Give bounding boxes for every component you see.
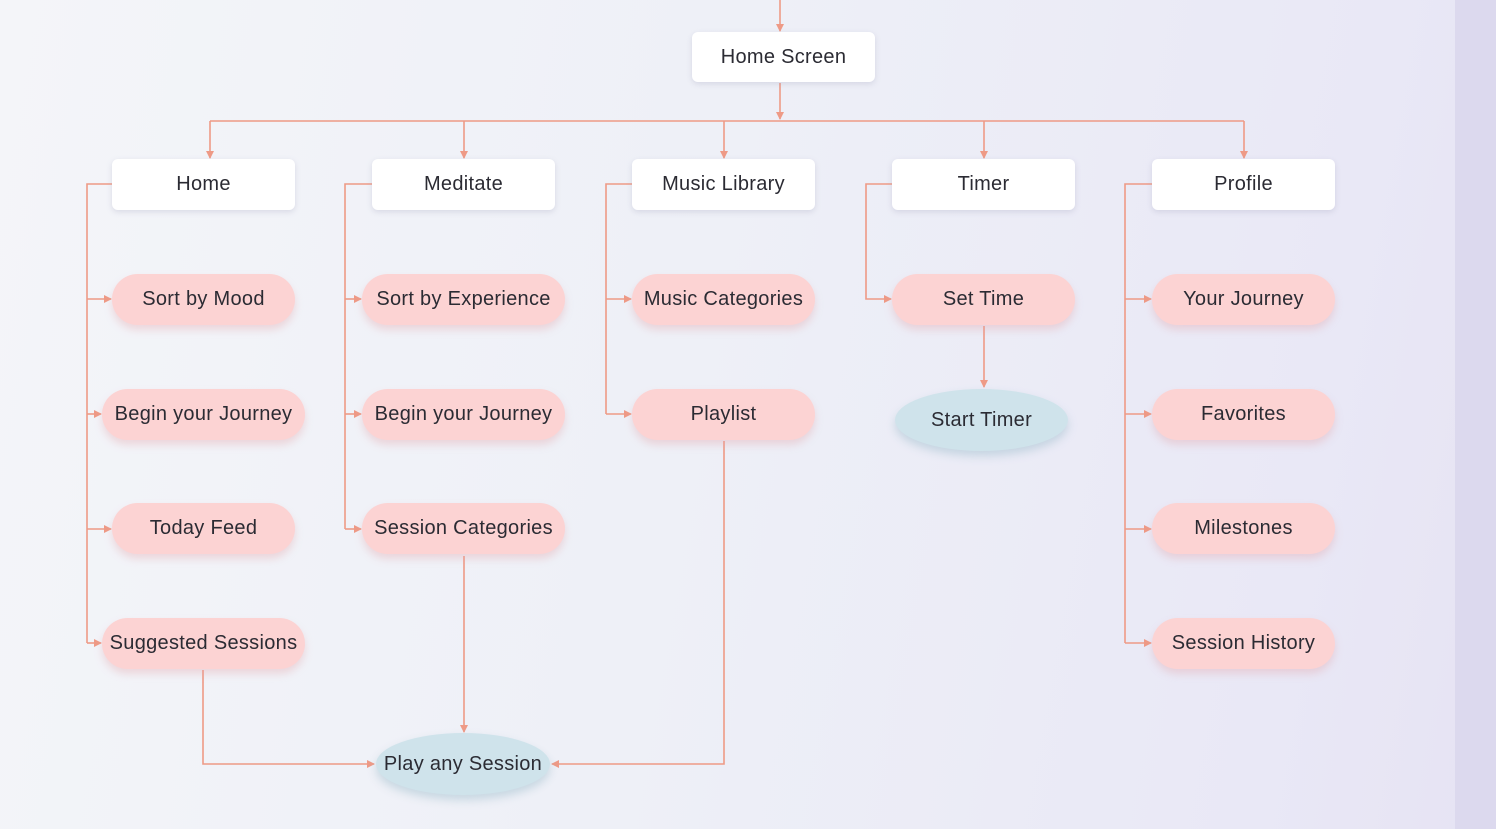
node-timer[interactable]: Timer <box>892 159 1075 210</box>
connector-music-spine <box>605 183 632 414</box>
node-set-time[interactable]: Set Time <box>892 274 1075 325</box>
node-start-timer[interactable]: Start Timer <box>895 389 1068 451</box>
node-meditate-begin-journey[interactable]: Begin your Journey <box>362 389 565 440</box>
node-music-library[interactable]: Music Library <box>632 159 815 210</box>
connector-home-spine <box>86 183 112 643</box>
connector-timer-branch <box>865 183 892 303</box>
node-sort-by-mood[interactable]: Sort by Mood <box>112 274 295 325</box>
node-milestones[interactable]: Milestones <box>1152 503 1335 554</box>
connector-suggested-to-play <box>202 670 375 768</box>
node-favorites[interactable]: Favorites <box>1152 389 1335 440</box>
node-home-screen[interactable]: Home Screen <box>692 32 875 82</box>
node-suggested-sessions[interactable]: Suggested Sessions <box>102 618 305 669</box>
node-playlist[interactable]: Playlist <box>632 389 815 440</box>
node-session-categories[interactable]: Session Categories <box>362 503 565 554</box>
right-panel-strip <box>1455 0 1496 829</box>
node-home-begin-journey[interactable]: Begin your Journey <box>102 389 305 440</box>
node-profile[interactable]: Profile <box>1152 159 1335 210</box>
node-play-any-session[interactable]: Play any Session <box>376 733 550 795</box>
node-meditate[interactable]: Meditate <box>372 159 555 210</box>
connector-profile-spine <box>1124 183 1152 643</box>
node-today-feed[interactable]: Today Feed <box>112 503 295 554</box>
node-session-history[interactable]: Session History <box>1152 618 1335 669</box>
connector-playlist-to-play <box>551 441 725 768</box>
node-your-journey[interactable]: Your Journey <box>1152 274 1335 325</box>
node-music-categories[interactable]: Music Categories <box>632 274 815 325</box>
node-sort-by-experience[interactable]: Sort by Experience <box>362 274 565 325</box>
node-home[interactable]: Home <box>112 159 295 210</box>
connector-meditate-spine <box>344 183 372 529</box>
